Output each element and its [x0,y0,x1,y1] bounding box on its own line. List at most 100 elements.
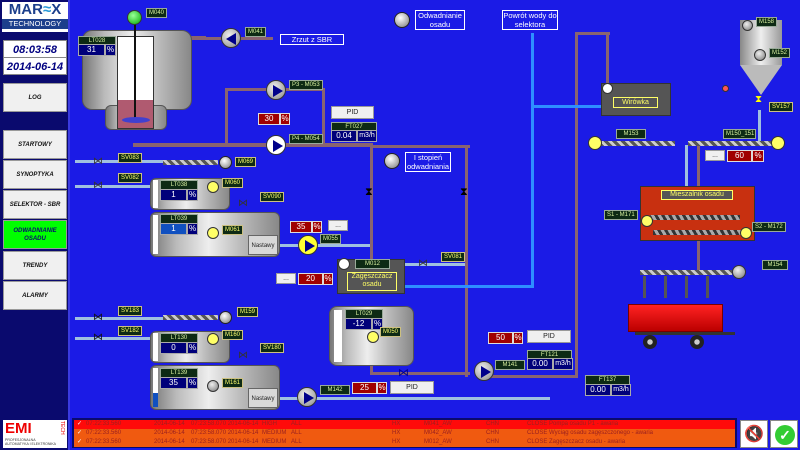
mixer-settings-button[interactable]: ... [705,150,725,161]
pump-m142-icon[interactable] [297,387,317,407]
m055-output-unit: % [312,221,322,233]
pipe [280,397,550,400]
motor-m152-icon[interactable] [754,49,766,61]
mixer-m160-icon[interactable] [207,333,219,345]
pipe [575,32,578,377]
tag-m158: M158 [756,17,778,27]
alarm-row[interactable]: ✓ 07:22:33.560 2014-06-14 07:23:58.070 2… [74,429,735,438]
valve-sv083-icon[interactable]: ⋈ [93,156,103,167]
valve-icon[interactable]: ⋈ [398,367,409,379]
alarm-date: 2014-06-14 [154,421,185,427]
emi-logo-text: EMI [5,420,32,437]
mixer-m061-icon[interactable] [207,227,219,239]
alarm-list[interactable]: ✓ 07:22:33.560 2014-06-14 07:23:58.070 2… [72,418,737,448]
tag-p3: P3 - M053 [289,80,323,90]
inlet-pipe [75,317,165,320]
lt039-unit: % [187,223,198,235]
nav-trendy[interactable]: TRENDY [3,251,67,280]
pid-m141-button[interactable]: PID [527,330,571,343]
alarm-state: CLOSE [527,421,548,427]
nav-startowy[interactable]: STARTOWY [3,130,67,159]
p3-output-value: 30 [258,113,280,125]
motor-m159-icon[interactable] [219,311,232,324]
m055-settings-button[interactable]: ... [328,220,348,231]
screw-s2-icon[interactable] [740,227,752,239]
nastawy-lower-button[interactable]: Nastawy [248,388,278,408]
alarm-tag: M041_AW [424,421,452,427]
alarm-type: CHN [486,430,499,436]
screw-s1-icon[interactable] [641,215,653,227]
trailer-icon [628,304,723,332]
powrot-wody-label: Powrót wody do selektora [502,10,558,30]
valve-icon[interactable]: ⧗ [365,186,373,198]
pump-m041-icon[interactable] [221,28,241,48]
alarm-row[interactable]: ✓ 07:22:33.560 2014-06-14 07:23:58.070 2… [74,438,735,447]
tag-sv157: SV157 [769,102,794,112]
pump-p4-icon[interactable] [266,135,286,155]
lt130-value: 0 [160,342,187,354]
alarm-time: 07:22:33.560 [86,421,122,427]
valve-sv090-icon[interactable]: ⋈ [238,198,248,209]
tag-sv082: SV082 [118,173,143,183]
valve-sv081-icon[interactable]: ⋈ [418,258,428,269]
chute [643,276,646,298]
conveyor-m153 [600,141,675,146]
m142-output-value: 25 [352,382,377,394]
tank-lt130-level [153,333,158,361]
nav-synoptyka[interactable]: SYNOPTYKA [3,160,67,189]
valve-icon[interactable]: ⧗ [460,186,468,198]
alarm-type: CHN [486,439,499,445]
mute-sound-button[interactable]: 🔇 [740,420,768,448]
alarm-area: ALL [291,421,302,427]
sidebar: MAR≈X TECHNOLOGY 08:03:58 2014-06-14 LOG… [0,0,70,450]
valve-sv180-icon[interactable]: ⋈ [238,350,248,361]
alarm-type: CHN [486,421,499,427]
lt029-unit: % [372,318,383,330]
acknowledge-button[interactable]: ✓ [770,420,798,448]
motor-m069-icon[interactable] [219,156,232,169]
valve-sv157-icon[interactable]: ⧗ [755,94,763,105]
conveyor-m150-icon[interactable] [771,136,785,150]
odwadnianie-status-icon[interactable] [394,12,410,28]
tag-sv182: SV182 [118,326,143,336]
centrifuge-status-icon[interactable] [602,83,613,94]
alarm-priority: HIGH [262,421,277,427]
mixer-m060-icon[interactable] [207,181,219,193]
stopien-status-icon[interactable] [384,153,400,169]
nastawy-upper-button[interactable]: Nastawy [248,235,278,255]
pump-m141-icon[interactable] [474,361,494,381]
valve-sv182-icon[interactable]: ⋈ [93,332,103,343]
alarm-message: Wyciąg osadu zagęszczonego - awaria [549,430,654,436]
pump-m055-icon[interactable] [298,235,318,255]
alarm-ack: 07:23:58.070 2014-06-14 [191,430,259,436]
pid-p3-button[interactable]: PID [331,106,374,119]
mixer-motor-icon[interactable] [127,10,142,25]
thickener-status-icon[interactable] [338,258,350,270]
mixer-m161-icon[interactable] [207,380,219,392]
pid-m142-button[interactable]: PID [390,381,434,394]
m141-output-value: 50 [488,332,513,344]
tag-m141: M141 [495,360,525,370]
tag-m159: M159 [237,307,259,317]
nav-log[interactable]: LOG [3,83,67,112]
valve-sv183-icon[interactable]: ⋈ [93,312,103,323]
trailer-chassis [635,332,735,335]
nav-odwadnianie-osadu[interactable]: ODWADNIANIE OSADU [3,220,67,249]
pump-p3-icon[interactable] [266,80,286,100]
mixer-output-unit: % [752,150,764,162]
pipe [225,88,228,146]
marex-logo: MAR≈X TECHNOLOGY [2,2,68,32]
stopien-odwadniania-label: I stopień odwadniania [405,152,451,172]
conveyor-m153-icon[interactable] [588,136,602,150]
mixer-m050-icon[interactable] [367,331,379,343]
checkmark-icon: ✓ [775,425,795,445]
motor-m158-icon[interactable] [742,20,753,31]
nav-selektor-sbr[interactable]: SELEKTOR - SBR [3,190,67,219]
thickener-settings-button[interactable]: ... [276,273,296,284]
conveyor-m154-icon[interactable] [732,265,746,279]
alarm-row[interactable]: ✓ 07:22:33.560 2014-06-14 07:23:58.070 2… [74,420,735,429]
nav-alarmy[interactable]: ALARMY [3,281,67,310]
alarm-time: 07:22:33.560 [86,430,122,436]
valve-sv082-icon[interactable]: ⋈ [93,180,103,191]
tank-lt029-level [334,310,342,362]
